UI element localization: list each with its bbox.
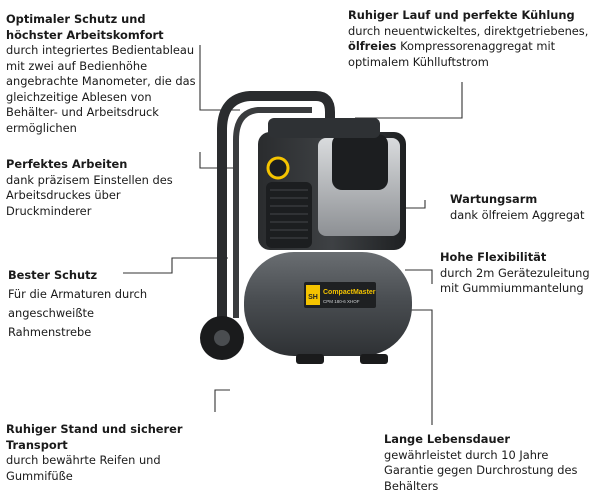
wheel-hub [214, 330, 230, 346]
brand-logo-text: SH [308, 294, 318, 301]
callout-flex: Hohe Flexibilität durch 2m Gerätezuleitu… [440, 250, 595, 297]
callout-lauf: Ruhiger Lauf und perfekte Kühlung durch … [348, 8, 598, 70]
callout-title: Bester Schutz [8, 266, 168, 285]
callout-title: Ruhiger Stand und sicherer Transport [6, 422, 206, 453]
callout-title: Ruhiger Lauf und perfekte Kühlung [348, 8, 598, 24]
callout-title: Wartungsarm [450, 192, 595, 208]
foot-left [296, 354, 324, 364]
callout-body: Für die Armaturen durch angeschweißte Ra… [8, 285, 168, 342]
callout-bester: Bester Schutz Für die Armaturen durch an… [8, 266, 168, 342]
callout-lebensdauer: Lange Lebensdauer gewährleistet durch 10… [384, 432, 594, 494]
callout-body: durch neuentwickeltes, direktgetriebenes… [348, 24, 598, 71]
callout-body: dank präzisem Einstellen des Arbeitsdruc… [6, 173, 196, 220]
callout-body: dank ölfreiem Aggregat [450, 208, 595, 224]
callout-stand: Ruhiger Stand und sicherer Transport dur… [6, 422, 206, 484]
callout-arbeiten: Perfektes Arbeiten dank präzisem Einstel… [6, 157, 196, 219]
callout-title: Optimaler Schutz und höchster Arbeitskom… [6, 12, 196, 43]
gauge [268, 158, 288, 178]
callout-title: Perfektes Arbeiten [6, 157, 196, 173]
model-label: CPM 180-6 XHOF [323, 299, 360, 304]
callout-wartung: Wartungsarm dank ölfreiem Aggregat [450, 192, 595, 223]
callout-body: durch integriertes Bedientableau mit zwe… [6, 43, 196, 136]
top-cover [268, 118, 380, 138]
cylinder-cap [332, 134, 388, 190]
callout-title: Hohe Flexibilität [440, 250, 595, 266]
callout-body: durch bewährte Reifen und Gummifüße [6, 453, 206, 484]
callout-body: gewährleistet durch 10 Jahre Garantie ge… [384, 448, 594, 494]
callout-body: durch 2m Gerätezuleitung mit Gummiummant… [440, 266, 595, 297]
callout-title: Lange Lebensdauer [384, 432, 594, 448]
foot-right [360, 354, 388, 364]
brand-label: CompactMaster [323, 289, 376, 296]
callout-schutz: Optimaler Schutz und höchster Arbeitskom… [6, 12, 196, 136]
